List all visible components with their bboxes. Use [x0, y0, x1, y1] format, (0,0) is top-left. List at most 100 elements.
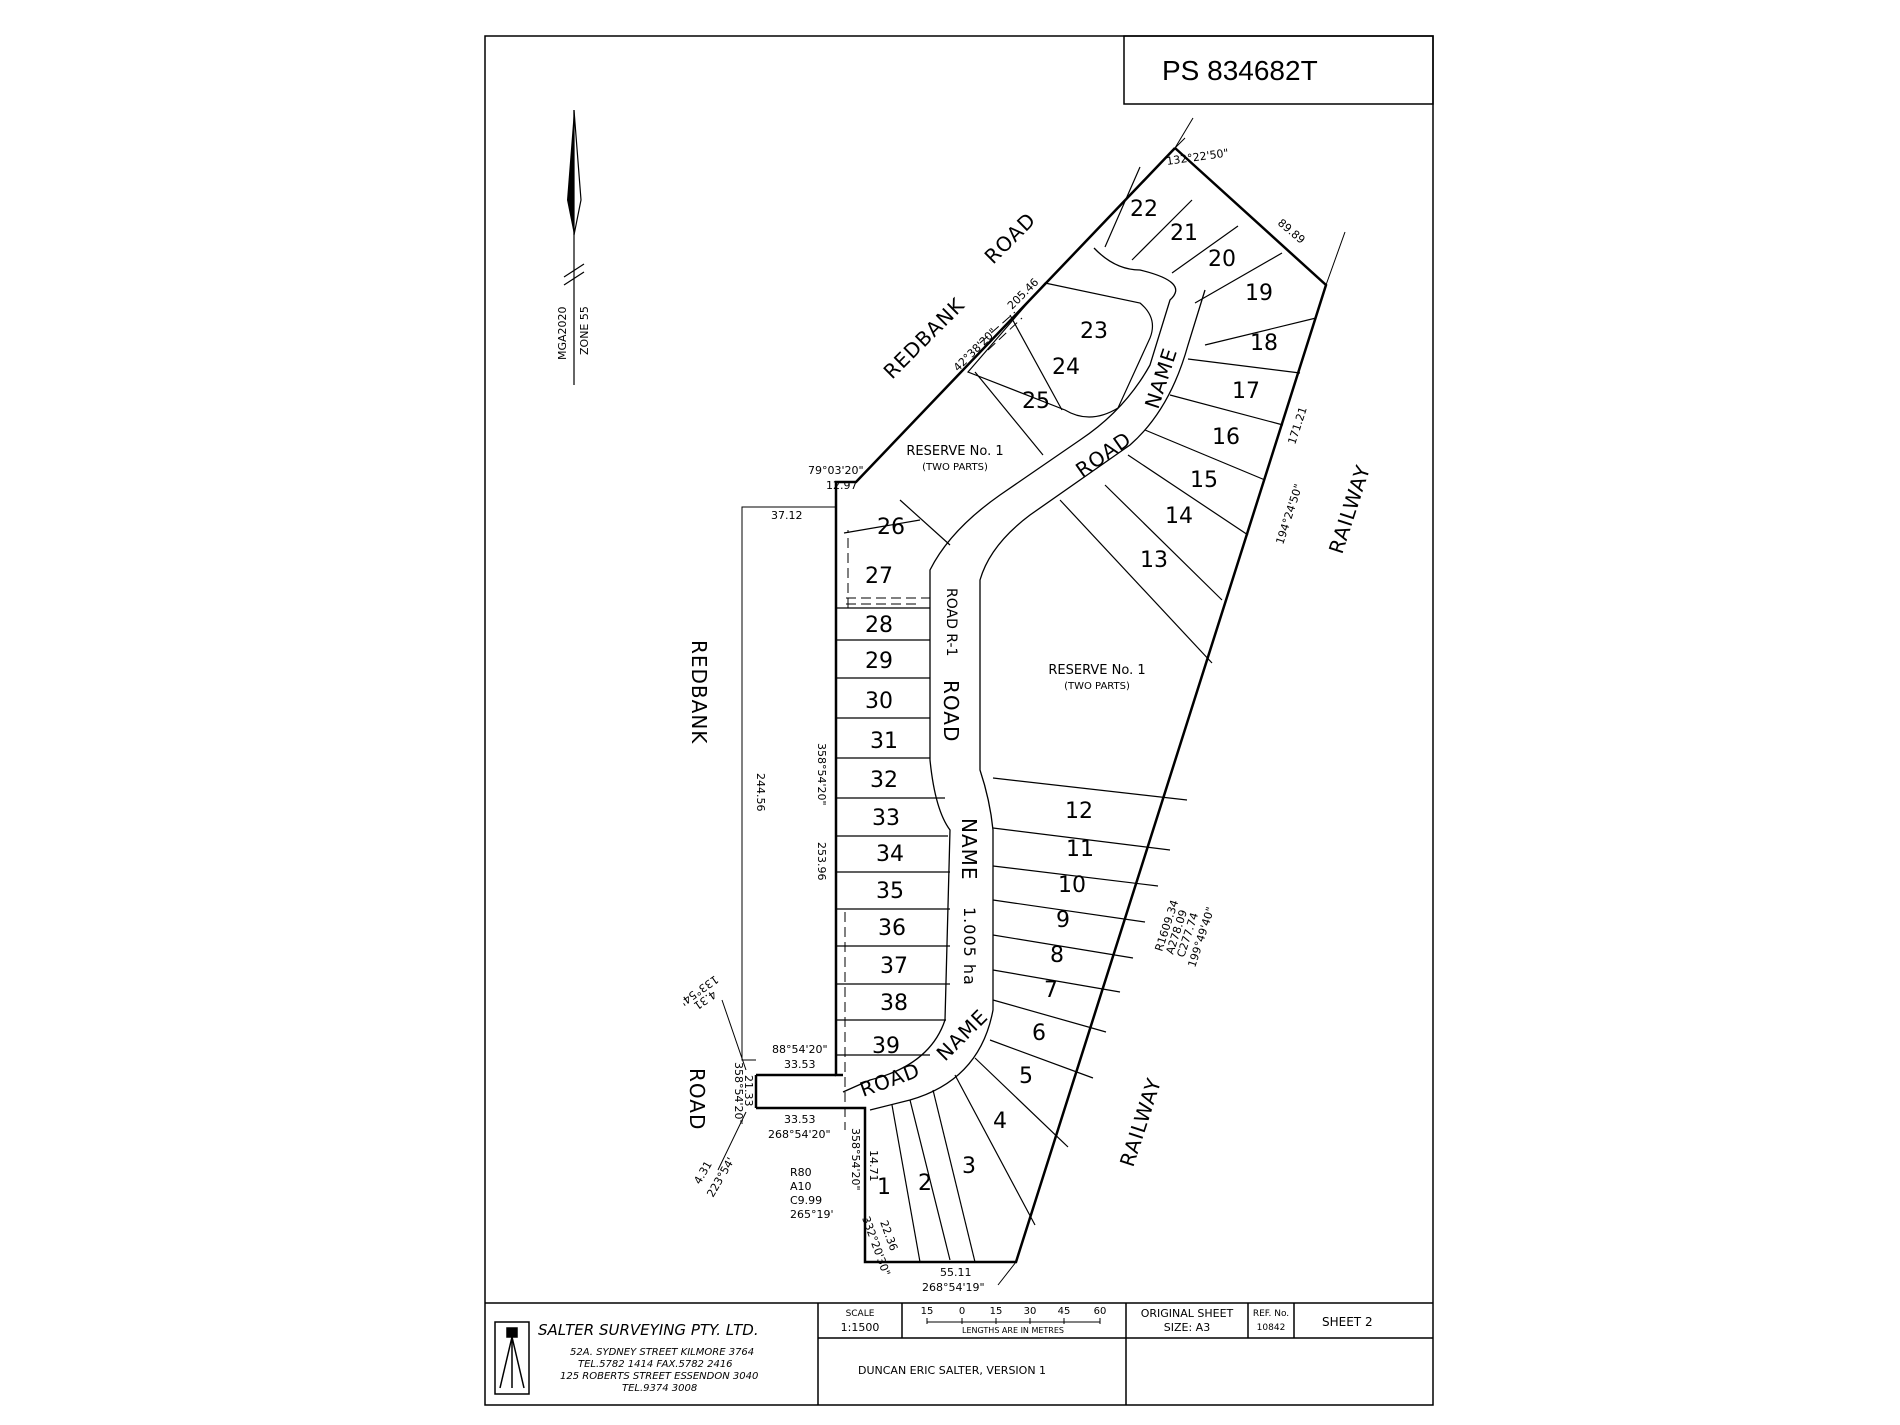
lot-number: 34	[876, 842, 904, 867]
firm-address-1: 52A. SYDNEY STREET KILMORE 3764	[570, 1347, 754, 1358]
reserve-2-sub: (TWO PARTS)	[1064, 681, 1130, 692]
dim-label: 88°54'20"	[772, 1043, 828, 1056]
lot-number: 28	[865, 613, 893, 638]
road-redbank-2: ROAD	[980, 207, 1041, 268]
lot-number: 17	[1232, 379, 1260, 404]
dim-label: 37.12	[771, 509, 803, 522]
road-railway-2: RAILWAY	[1115, 1075, 1166, 1170]
dim-label: 244.56	[754, 773, 767, 812]
lot-numbers: 1 2 3 4 5 6 7 8 9 10 11 12 13 14 15 16 1…	[865, 197, 1278, 1200]
scale-label: SCALE	[846, 1309, 875, 1319]
tripod-logo-icon	[494, 1321, 530, 1395]
scale-tick: 15	[921, 1306, 934, 1317]
lot-number: 25	[1022, 389, 1050, 414]
lot-number: 11	[1066, 837, 1094, 862]
lot-island	[966, 282, 1153, 418]
lot-number: 31	[870, 729, 898, 754]
dim-label: 14.71	[867, 1150, 880, 1182]
lot-number: 6	[1032, 1021, 1046, 1046]
dim-label: A10	[790, 1180, 812, 1193]
lot-number: 18	[1250, 331, 1278, 356]
dim-label: 265°19'	[790, 1208, 834, 1221]
reserve-1-sub: (TWO PARTS)	[922, 462, 988, 473]
lot-number: 3	[962, 1154, 976, 1179]
road-redbank-west-2: ROAD	[685, 1068, 709, 1130]
lot-number: 24	[1052, 355, 1080, 380]
lot-number: 35	[876, 879, 904, 904]
north-datum: MGA2020	[556, 306, 569, 360]
lot-number: 14	[1165, 504, 1193, 529]
lot-number: 27	[865, 564, 893, 589]
lot-number: 26	[877, 515, 905, 540]
lot-number: 2	[918, 1171, 932, 1196]
road-name-4: ROAD	[857, 1058, 924, 1102]
road-r1-a: ROAD R-1	[943, 588, 959, 656]
scale-tick: 30	[1024, 1306, 1037, 1317]
scale-bar	[926, 1318, 1101, 1324]
lot-number: 1	[877, 1175, 891, 1200]
firm-name: SALTER SURVEYING PTY. LTD.	[538, 1321, 759, 1339]
road-redbank-west-1: REDBANK	[687, 640, 711, 744]
lot-number: 16	[1212, 425, 1240, 450]
dim-label: 358°54'20"	[732, 1062, 745, 1125]
firm-address-2: 125 ROBERTS STREET ESSENDON 3040	[560, 1371, 758, 1382]
title-block	[485, 1302, 1433, 1405]
internal-road	[842, 247, 1206, 1111]
lot-number: 5	[1019, 1064, 1033, 1089]
original-sheet-size: SIZE: A3	[1164, 1321, 1210, 1334]
road-name-2: ROAD	[1071, 427, 1136, 482]
scale-tick: 0	[959, 1306, 965, 1317]
lot-number: 20	[1208, 247, 1236, 272]
lot-number: 33	[872, 806, 900, 831]
firm-phone-1: TEL.5782 1414 FAX.5782 2416	[578, 1359, 733, 1370]
lot-number: 15	[1190, 468, 1218, 493]
scale-tick: 45	[1058, 1306, 1071, 1317]
dim-label: 12.97	[826, 479, 858, 492]
lot-number: 36	[878, 916, 906, 941]
lot-number: 37	[880, 954, 908, 979]
north-arrow-icon	[563, 109, 585, 385]
north-zone: ZONE 55	[578, 306, 591, 355]
dim-label: 55.11	[940, 1266, 972, 1279]
lot-number: 19	[1245, 281, 1273, 306]
lot-number: 13	[1140, 548, 1168, 573]
lot-number: 21	[1170, 221, 1198, 246]
lot-number: 9	[1056, 908, 1070, 933]
plan-number: PS 834682T	[1162, 55, 1318, 86]
road-railway-1: RAILWAY	[1324, 462, 1375, 557]
dim-label: 79°03'20"	[808, 464, 864, 477]
road-r1-b: ROAD	[939, 680, 963, 742]
dim-label: 253.96	[815, 842, 828, 881]
lot-lines	[836, 166, 1317, 1263]
scale-note: LENGTHS ARE IN METRES	[962, 1326, 1064, 1335]
lot-number: 32	[870, 768, 898, 793]
lot-number: 12	[1065, 799, 1093, 824]
dim-label: 268°54'19"	[922, 1281, 985, 1294]
sheet-number: SHEET 2	[1322, 1315, 1373, 1329]
lot-number: 39	[872, 1034, 900, 1059]
scale-value: 1:1500	[841, 1321, 880, 1334]
original-sheet-label: ORIGINAL SHEET	[1141, 1307, 1234, 1320]
lot-number: 38	[880, 991, 908, 1016]
dim-label: 33.53	[784, 1058, 816, 1071]
dim-label: C9.99	[790, 1194, 822, 1207]
dim-label: R80	[790, 1166, 812, 1179]
lot-number: 10	[1058, 873, 1086, 898]
road-name-3: NAME	[957, 818, 981, 881]
lot-number: 7	[1044, 978, 1058, 1003]
reserve-2-title: RESERVE No. 1	[1048, 663, 1145, 678]
scale-tick: 60	[1094, 1306, 1107, 1317]
ref-label: REF. No.	[1253, 1309, 1289, 1319]
dim-label: 42°38'20"	[951, 326, 999, 374]
lot-number: 30	[865, 689, 893, 714]
scale-tick: 15	[990, 1306, 1003, 1317]
road-name-5: NAME	[932, 1004, 993, 1065]
reserve-1-title: RESERVE No. 1	[906, 444, 1003, 459]
dim-label: 194°24'50"	[1273, 482, 1305, 546]
dim-label: 21.33	[742, 1075, 755, 1107]
plan-number-box	[1123, 35, 1434, 105]
lot-number: 22	[1130, 197, 1158, 222]
road-area: 1.005 ha	[960, 907, 979, 986]
road-name-1: NAME	[1140, 345, 1182, 412]
